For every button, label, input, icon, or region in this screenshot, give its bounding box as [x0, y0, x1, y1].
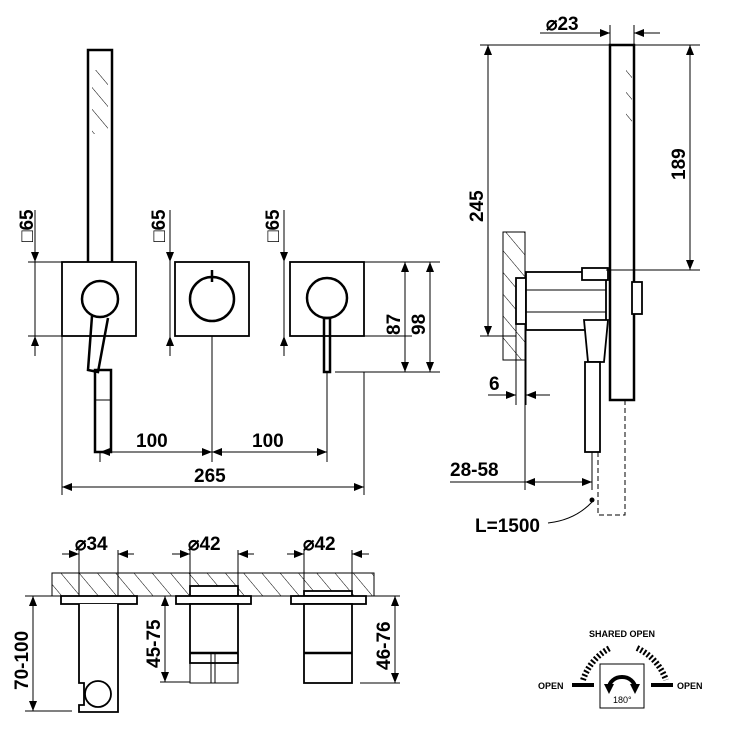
height-dims: 87 98: [335, 261, 440, 373]
height-189-label: 189: [669, 148, 690, 180]
spray-nozzles: [92, 70, 108, 134]
diameter-34-label: ⌀34: [75, 534, 108, 555]
plate-size-label-1: □65: [17, 209, 38, 242]
front-view: □65 □65 □65 87 98 100: [17, 48, 440, 495]
angle-label: 180°: [613, 695, 632, 705]
side-view: ⌀23 245 189 6 28-58 L=1500: [450, 14, 700, 537]
shared-open-label: SHARED OPEN: [589, 629, 655, 639]
depth-45-75-label: 45-75: [144, 619, 165, 668]
spacing-1-label: 100: [136, 431, 168, 452]
rotation-legend: SHARED OPEN OPEN OPEN 180°: [538, 629, 703, 709]
depth-70-100-label: 70-100: [12, 631, 33, 690]
rotate-arrow-icon: [604, 675, 640, 694]
plate-size-label-2: □65: [149, 209, 170, 242]
projection-label: 28-58: [450, 460, 499, 481]
height-98-label: 98: [409, 314, 430, 335]
spacing-2-label: 100: [252, 431, 284, 452]
depth-46-76-label: 46-76: [374, 621, 395, 670]
total-width-label: 265: [194, 466, 226, 487]
top-view: ⌀34 ⌀42 ⌀42 70-100 45-75 46-76: [12, 534, 400, 713]
height-87-label: 87: [384, 314, 405, 335]
height-245-label: 245: [467, 190, 488, 222]
diameter-42-label-2: ⌀42: [303, 534, 336, 555]
hose-length-label: L=1500: [475, 516, 540, 537]
thermostat-plate: [174, 261, 250, 337]
plate-size-dims: □65 □65 □65: [17, 209, 288, 356]
open-right-marker: [651, 683, 673, 687]
diameter-23-label: ⌀23: [546, 14, 579, 35]
wall-offset-label: 6: [489, 374, 500, 395]
plate-size-label-3: □65: [263, 209, 284, 242]
hand-shower-front: [61, 48, 137, 454]
width-dims: 100 100 265: [61, 336, 365, 495]
open-right-label: OPEN: [677, 681, 703, 691]
open-left-label: OPEN: [538, 681, 564, 691]
open-left-marker: [572, 683, 594, 687]
diameter-42-label-1: ⌀42: [188, 534, 221, 555]
mixer-plate: [289, 261, 365, 374]
